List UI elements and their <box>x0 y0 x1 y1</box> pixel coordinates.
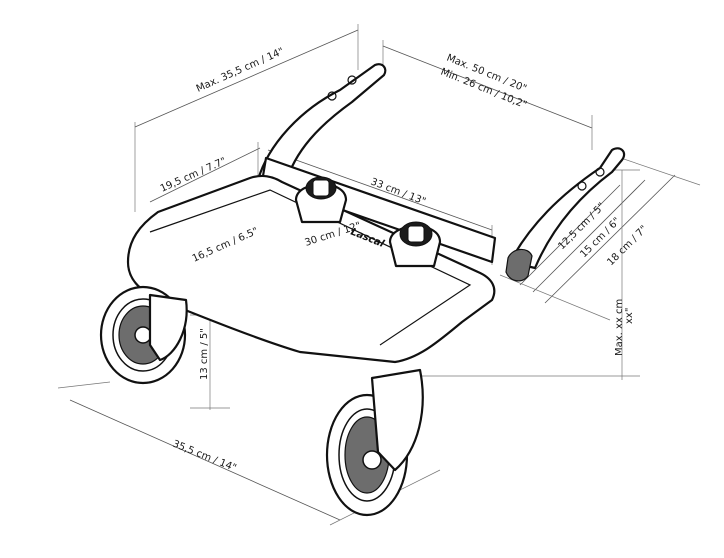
right-arm <box>508 147 626 270</box>
front-wheel <box>325 368 424 517</box>
left-knob <box>294 176 348 224</box>
label-base-width: 35,5 cm / 14" <box>171 439 238 475</box>
right-knob <box>388 221 442 268</box>
label-wheel-height: 13 cm / 5" <box>199 328 210 380</box>
label-max-height-inch: xx" <box>624 308 635 324</box>
rear-wheel <box>99 285 188 385</box>
label-max-height-value: Max. xx cm <box>614 299 625 356</box>
left-arm <box>256 63 387 187</box>
buggy-board-product: Lascal <box>99 63 626 517</box>
label-handle-max-height: Max. 35,5 cm / 14" <box>195 46 286 95</box>
